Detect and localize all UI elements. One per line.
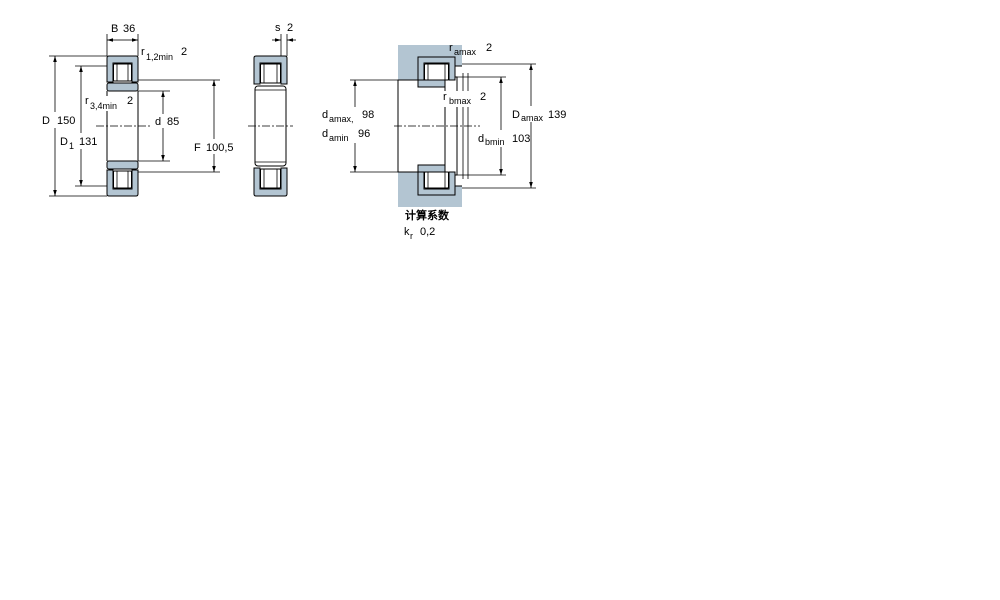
label-d-value: 85	[167, 116, 179, 128]
side-roller-top	[260, 63, 281, 84]
label-rbmax: r bmax 2	[443, 91, 486, 107]
label-kr-value: 0,2	[420, 226, 435, 238]
label-Damax: D amax 139	[512, 109, 566, 124]
label-ramax: r amax 2	[449, 42, 492, 58]
calc-factor-title: 计算系数	[405, 208, 450, 222]
label-D1-value: 131	[79, 136, 97, 148]
mounting-drawing: d amax, 98 d amin 96 r amax 2 r bmax 2 d	[322, 42, 566, 242]
label-F-symbol: F	[194, 142, 201, 154]
label-damax-value: 98	[362, 109, 374, 121]
label-damin: d amin 96	[322, 128, 370, 144]
housing-top	[398, 45, 462, 80]
label-D1-sub: 1	[69, 141, 74, 151]
label-B: B 36	[111, 23, 135, 35]
label-damin-value: 96	[358, 128, 370, 140]
label-d-symbol: d	[155, 116, 161, 128]
housing-bottom	[398, 172, 462, 207]
roller-bottom	[113, 170, 132, 189]
inner-ring-bottom	[106, 160, 139, 170]
label-r12: r 1,2min 2	[141, 46, 187, 63]
label-dbmin: d bmin 103	[478, 133, 530, 148]
label-F: F 100,5	[194, 142, 234, 154]
label-ramax-value: 2	[486, 42, 492, 54]
bearing-section-drawing: B 36 r 1,2min 2 D 150 D 1 131 r	[42, 23, 234, 197]
label-damax-symbol: d	[322, 109, 328, 121]
label-damin-symbol: d	[322, 128, 328, 140]
mount-inner-ring-top	[417, 79, 446, 88]
mount-inner-ring-bottom	[417, 164, 446, 173]
label-kr-sub: r	[410, 231, 413, 241]
label-rbmax-sub: bmax	[449, 96, 472, 106]
label-r12-value: 2	[181, 46, 187, 58]
label-r34-symbol: r	[85, 95, 89, 107]
label-D1-symbol: D	[60, 136, 68, 148]
label-s-value: 2	[287, 22, 293, 34]
label-dbmin-sub: bmin	[485, 137, 505, 147]
outer-ring-bottom	[106, 169, 139, 197]
label-dbmin-symbol: d	[478, 133, 484, 145]
label-r34-value: 2	[127, 95, 133, 107]
label-kr-symbol: k	[404, 226, 410, 238]
label-D-symbol: D	[42, 115, 50, 127]
roller-top	[113, 63, 132, 82]
label-D-value: 150	[57, 115, 75, 127]
label-dbmin-background	[477, 132, 530, 147]
label-r34: r 3,4min 2	[85, 95, 133, 112]
label-Damax-symbol: D	[512, 109, 520, 121]
label-s-symbol: s	[275, 22, 281, 34]
mount-outer-ring-bottom	[417, 171, 456, 196]
label-rbmax-symbol: r	[443, 91, 447, 103]
label-D1: D 1 131	[60, 136, 97, 152]
label-r12-sub: 1,2min	[146, 52, 173, 62]
label-r12-symbol: r	[141, 46, 145, 58]
mount-roller-bottom	[424, 171, 449, 189]
label-B-symbol: B	[111, 23, 118, 35]
label-damax: d amax, 98	[322, 109, 374, 125]
label-Damax-value: 139	[548, 109, 566, 121]
label-D: D 150	[42, 115, 75, 127]
inner-ring-top	[106, 82, 139, 92]
label-F-value: 100,5	[206, 142, 234, 154]
label-B-value: 36	[123, 23, 135, 35]
label-rbmax-background	[442, 91, 488, 107]
label-r34-sub: 3,4min	[90, 101, 117, 111]
label-damin-sub: amin	[329, 133, 349, 143]
label-damax-sub: amax,	[329, 114, 354, 124]
side-outer-ring-bottom	[253, 167, 288, 197]
label-ramax-symbol: r	[449, 42, 453, 54]
bearing-side-drawing: s 2	[248, 22, 296, 197]
label-d: d 85	[155, 116, 179, 128]
side-roller-bottom	[260, 168, 281, 189]
label-kr: k r 0,2	[404, 226, 435, 242]
label-ramax-sub: amax	[454, 47, 477, 57]
label-rbmax-value: 2	[480, 91, 486, 103]
label-Damax-sub: amax	[521, 113, 544, 123]
label-dbmin-value: 103	[512, 133, 530, 145]
label-s: s 2	[275, 22, 293, 34]
